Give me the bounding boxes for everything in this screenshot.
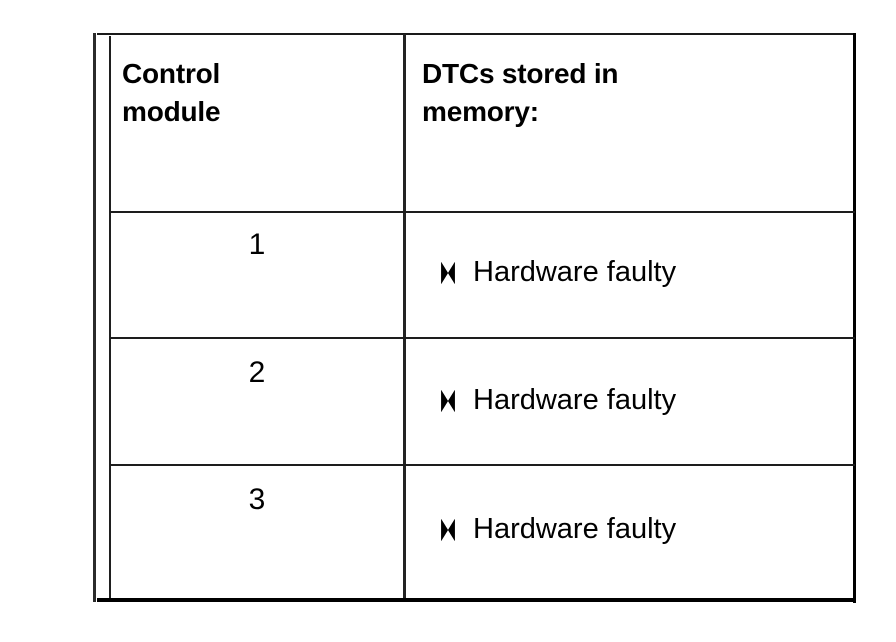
diamond-bullet-icon [441, 390, 455, 412]
diamond-bullet-icon [441, 519, 455, 541]
table-row: 3 [248, 483, 266, 516]
table-row-divider-1 [110, 211, 855, 213]
table-border-left-outer [93, 33, 96, 602]
table-border-top [97, 33, 855, 35]
table-row: Hardware faulty [437, 512, 837, 546]
table-row: Hardware faulty [437, 255, 837, 289]
dtc-label: Hardware faulty [473, 256, 677, 288]
table-row: 2 [248, 356, 266, 389]
column-header-control-module: Control module [122, 58, 221, 127]
table-row: 1 [248, 228, 266, 261]
table-row-divider-3 [110, 464, 855, 466]
table-border-right [853, 33, 856, 603]
dtc-label: Hardware faulty [473, 384, 677, 416]
table-border-left-inner [109, 36, 111, 598]
table-column-divider [403, 34, 406, 598]
table-border-bottom [97, 598, 856, 602]
column-header-dtcs-stored-in-memory: DTCs stored in memory: [422, 58, 619, 127]
diamond-bullet-icon [441, 262, 455, 284]
table-row-divider-2 [110, 337, 855, 339]
dtc-label: Hardware faulty [473, 513, 677, 545]
table-row: Hardware faulty [437, 383, 837, 417]
